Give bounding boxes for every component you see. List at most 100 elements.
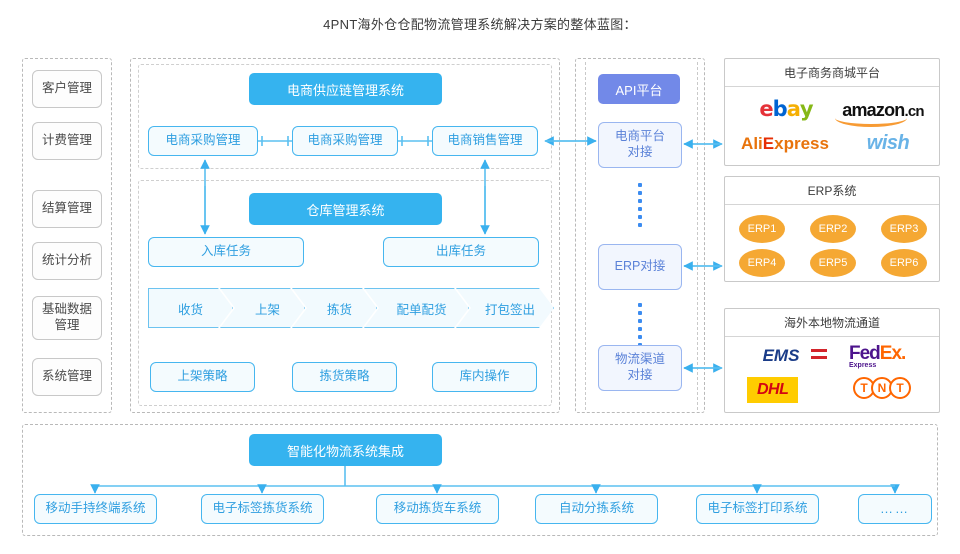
erp-label: ERP2 bbox=[818, 223, 848, 235]
box-label: 移动手持终端系统 bbox=[45, 501, 146, 516]
box-label: 电商采购管理 bbox=[165, 133, 241, 148]
sidebar-item-master-data[interactable]: 基础数据 管理 bbox=[32, 296, 102, 340]
api-dots-lower bbox=[638, 303, 642, 347]
box-label: 上架策略 bbox=[177, 369, 228, 384]
ecommerce-sales-box[interactable]: 电商销售管理 bbox=[432, 126, 538, 156]
flow-step-receive[interactable]: 收货 bbox=[148, 288, 233, 328]
box-label: 电商销售管理 bbox=[447, 133, 523, 148]
bottom-item-etag-printing[interactable]: 电子标签打印系统 bbox=[696, 494, 819, 524]
ecommerce-platform-connector[interactable]: 电商平台 对接 bbox=[598, 122, 682, 168]
erp-item-3[interactable]: ERP3 bbox=[881, 215, 927, 243]
bottom-header: 智能化物流系统集成 bbox=[249, 434, 442, 466]
api-left-divider bbox=[585, 62, 586, 410]
erp-panel-body: ERP1 ERP2 ERP3 ERP4 ERP5 ERP6 bbox=[725, 205, 939, 282]
bottom-region bbox=[22, 424, 938, 536]
connector-label: 电商平台 对接 bbox=[614, 129, 665, 159]
api-region bbox=[575, 58, 705, 413]
api-platform-header: API平台 bbox=[598, 74, 680, 104]
box-label: 拣货策略 bbox=[319, 369, 370, 384]
inbound-task-box[interactable]: 入库任务 bbox=[148, 237, 304, 267]
amazon-logo: amazon.cn bbox=[833, 97, 933, 127]
box-label: 电子标签拣货系统 bbox=[212, 501, 313, 516]
sidebar-item-label: 客户管理 bbox=[41, 81, 92, 96]
step-label: 配单配货 bbox=[396, 302, 447, 317]
sidebar-item-system[interactable]: 系统管理 bbox=[32, 358, 102, 396]
erp-item-6[interactable]: ERP6 bbox=[881, 249, 927, 277]
erp-label: ERP6 bbox=[889, 257, 919, 269]
dhl-logo: DHL bbox=[747, 377, 799, 403]
ems-logo: EMS bbox=[751, 345, 827, 367]
flow-step-sorting[interactable]: 配单配货 bbox=[364, 288, 469, 328]
api-dots-upper bbox=[638, 183, 642, 227]
erp-label: ERP4 bbox=[747, 257, 777, 269]
box-label: 库内操作 bbox=[459, 369, 510, 384]
sidebar-item-label: 系统管理 bbox=[41, 369, 92, 384]
erp-item-4[interactable]: ERP4 bbox=[739, 249, 785, 277]
sidebar-item-label: 统计分析 bbox=[41, 253, 92, 268]
step-label: 打包签出 bbox=[484, 302, 535, 317]
bottom-item-mobile-cart[interactable]: 移动拣货车系统 bbox=[376, 494, 499, 524]
erp-item-5[interactable]: ERP5 bbox=[810, 249, 856, 277]
supply-chain-header: 电商供应链管理系统 bbox=[249, 73, 442, 105]
connector-label: 物流渠道 对接 bbox=[614, 352, 665, 382]
erp-panel: ERP系统 ERP1 ERP2 ERP3 ERP4 ERP5 ERP6 bbox=[724, 176, 940, 282]
box-label: 出库任务 bbox=[435, 244, 486, 259]
erp-panel-title-bar: ERP系统 bbox=[725, 177, 939, 205]
core-region bbox=[130, 58, 560, 413]
erp-item-2[interactable]: ERP2 bbox=[810, 215, 856, 243]
warehouse-header-label: 仓库管理系统 bbox=[306, 202, 385, 218]
sidebar-item-label: 基础数据 管理 bbox=[41, 302, 92, 332]
bottom-header-label: 智能化物流系统集成 bbox=[286, 443, 404, 459]
picking-strategy-box[interactable]: 拣货策略 bbox=[292, 362, 397, 392]
api-right-divider bbox=[697, 62, 698, 410]
box-label: 移动拣货车系统 bbox=[393, 501, 482, 516]
box-label: 电子标签打印系统 bbox=[707, 501, 808, 516]
putaway-strategy-box[interactable]: 上架策略 bbox=[150, 362, 255, 392]
sidebar-item-customer[interactable]: 客户管理 bbox=[32, 70, 102, 108]
in-warehouse-operation-box[interactable]: 库内操作 bbox=[432, 362, 537, 392]
erp-label: ERP5 bbox=[818, 257, 848, 269]
erp-label: ERP3 bbox=[889, 223, 919, 235]
box-label: …… bbox=[880, 500, 910, 516]
warehouse-header: 仓库管理系统 bbox=[249, 193, 442, 225]
sidebar-item-settlement[interactable]: 结算管理 bbox=[32, 190, 102, 228]
sidebar-item-billing[interactable]: 计费管理 bbox=[32, 122, 102, 160]
sidebar-item-statistics[interactable]: 统计分析 bbox=[32, 242, 102, 280]
bottom-item-mobile-terminal[interactable]: 移动手持终端系统 bbox=[34, 494, 157, 524]
bottom-item-auto-sorting[interactable]: 自动分拣系统 bbox=[535, 494, 658, 524]
ecommerce-panel-title-bar: 电子商务商城平台 bbox=[725, 59, 939, 87]
box-label: 入库任务 bbox=[200, 244, 251, 259]
outbound-task-box[interactable]: 出库任务 bbox=[383, 237, 539, 267]
panel-title: 电子商务商城平台 bbox=[783, 66, 880, 80]
panel-title: 海外本地物流通道 bbox=[783, 316, 880, 330]
step-label: 收货 bbox=[177, 302, 203, 317]
ecommerce-purchase-box-2[interactable]: 电商采购管理 bbox=[292, 126, 398, 156]
api-platform-label: API平台 bbox=[615, 82, 663, 98]
ecommerce-purchase-box-1[interactable]: 电商采购管理 bbox=[148, 126, 258, 156]
step-label: 上架 bbox=[254, 302, 280, 317]
step-label: 拣货 bbox=[326, 302, 352, 317]
erp-connector[interactable]: ERP对接 bbox=[598, 244, 682, 290]
erp-item-1[interactable]: ERP1 bbox=[739, 215, 785, 243]
supply-chain-region bbox=[138, 64, 552, 169]
page-title: 4PNT海外仓仓配物流管理系统解决方案的整体蓝图： bbox=[323, 17, 637, 32]
flow-step-packing[interactable]: 打包签出 bbox=[456, 288, 554, 328]
box-label: 自动分拣系统 bbox=[558, 501, 634, 516]
bottom-item-more[interactable]: …… bbox=[858, 494, 932, 524]
panel-title: ERP系统 bbox=[807, 184, 857, 198]
logistics-channel-connector[interactable]: 物流渠道 对接 bbox=[598, 345, 682, 391]
sidebar-item-label: 计费管理 bbox=[41, 133, 92, 148]
logistics-panel-title-bar: 海外本地物流通道 bbox=[725, 309, 939, 337]
sidebar-item-label: 结算管理 bbox=[41, 201, 92, 216]
fedex-logo: FedEx. Express bbox=[849, 343, 906, 369]
wish-logo: wish bbox=[866, 131, 910, 154]
erp-label: ERP1 bbox=[747, 223, 777, 235]
box-label: 电商采购管理 bbox=[307, 133, 383, 148]
bottom-item-etag-picking[interactable]: 电子标签拣货系统 bbox=[201, 494, 324, 524]
